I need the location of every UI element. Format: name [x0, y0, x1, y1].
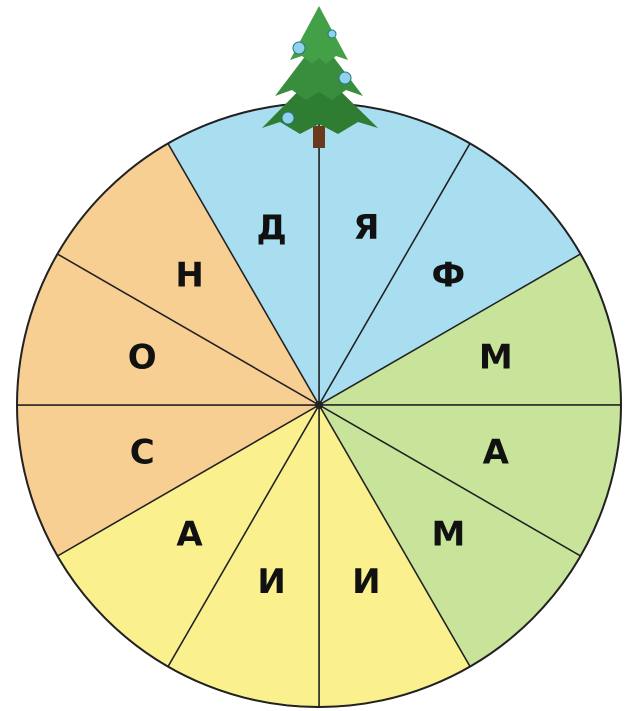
letter-jan: Я: [353, 208, 379, 248]
ornament: [339, 72, 351, 84]
letter-apr: А: [483, 432, 510, 472]
letter-dec: Д: [256, 208, 286, 248]
ornament: [328, 30, 336, 38]
tree-trunk: [313, 126, 325, 148]
tree-tier-top: [290, 6, 348, 64]
letter-sep: С: [130, 432, 155, 472]
ornament: [282, 112, 294, 124]
letter-aug: А: [176, 514, 203, 554]
letter-may: М: [431, 514, 465, 554]
letter-oct: О: [128, 338, 157, 378]
letter-mar: М: [479, 338, 513, 378]
wheel-center-dot: [315, 401, 323, 409]
ornament: [293, 42, 305, 54]
letter-feb: Ф: [432, 256, 466, 296]
letter-jul: И: [257, 562, 285, 602]
letter-jun: И: [352, 562, 380, 602]
letter-nov: Н: [175, 256, 203, 296]
